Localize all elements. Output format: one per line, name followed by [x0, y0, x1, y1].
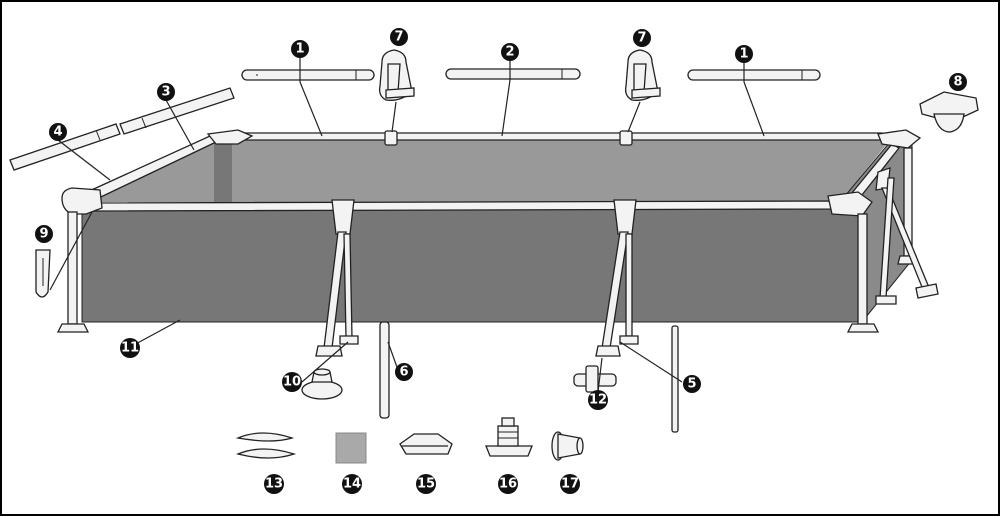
part-9-leg-cap	[35, 249, 51, 298]
side-support-right	[595, 199, 639, 357]
svg-text:12: 12	[589, 393, 607, 408]
callout-7-right: 7	[633, 29, 651, 47]
part-15-drain-cap	[399, 433, 453, 455]
callout-11: 11	[120, 338, 140, 358]
svg-text:14: 14	[343, 477, 361, 492]
part-4-rail	[9, 123, 121, 171]
t-connector-back-left	[384, 130, 398, 146]
t-connector-back-right	[619, 130, 633, 146]
part-3-rail	[119, 87, 235, 135]
pool-floor	[80, 140, 890, 202]
leg-front-right	[857, 213, 868, 325]
part-1-right-rail	[687, 69, 821, 81]
svg-text:10: 10	[283, 375, 301, 390]
part-14-repair-patch	[335, 432, 367, 464]
pool-liner	[81, 207, 863, 323]
part-2-rail	[445, 68, 581, 80]
callout-15: 15	[416, 474, 436, 494]
corner-joint-back-left	[206, 129, 254, 145]
foot-front-left	[56, 323, 90, 333]
svg-text:7: 7	[394, 30, 403, 45]
svg-text:5: 5	[687, 377, 696, 392]
callout-1-left: 1	[291, 40, 309, 58]
svg-text:13: 13	[265, 477, 283, 492]
side-support-right-end	[875, 167, 939, 305]
callout-2: 2	[501, 43, 519, 61]
svg-text:15: 15	[417, 477, 435, 492]
callout-13: 13	[264, 474, 284, 494]
svg-text:1: 1	[739, 47, 748, 62]
part-7-right-t-joint	[624, 49, 661, 101]
svg-text:7: 7	[637, 31, 646, 46]
callout-8: 8	[949, 73, 967, 91]
side-support-left	[315, 199, 359, 357]
callout-12: 12	[588, 390, 608, 410]
corner-joint-back-right	[877, 129, 922, 149]
pool-back-wall	[214, 140, 232, 207]
part-13-rubber-bands	[235, 432, 297, 459]
leader-lines	[49, 49, 765, 393]
callout-10: 10	[282, 372, 302, 392]
callout-6: 6	[395, 363, 413, 381]
callout-4: 4	[49, 123, 67, 141]
callout-17: 17	[560, 474, 580, 494]
svg-text:17: 17	[561, 477, 579, 492]
svg-text:2: 2	[505, 45, 514, 60]
part-16-drain-plug	[485, 417, 533, 457]
svg-text:3: 3	[161, 85, 170, 100]
corner-joint-front-left	[61, 187, 103, 215]
callout-5: 5	[683, 375, 701, 393]
svg-text:9: 9	[39, 227, 48, 242]
leg-front-left	[67, 211, 78, 325]
callout-14: 14	[342, 474, 362, 494]
svg-text:16: 16	[499, 477, 517, 492]
part-17-inlet-stopper	[551, 431, 584, 461]
svg-text:4: 4	[53, 125, 62, 140]
pool-assembly	[56, 129, 939, 357]
callout-9: 9	[35, 225, 53, 243]
callout-1-right: 1	[735, 45, 753, 63]
part-8-corner-joint	[919, 91, 979, 133]
svg-text:6: 6	[399, 365, 408, 380]
part-1-left-rail	[241, 69, 375, 81]
part-12-brace-connector	[573, 365, 617, 393]
corner-joint-front-right	[827, 191, 873, 217]
foot-front-right	[846, 323, 880, 333]
callout-3: 3	[157, 83, 175, 101]
callout-16: 16	[498, 474, 518, 494]
part-7-left-t-joint	[378, 49, 415, 101]
callout-7-left: 7	[390, 28, 408, 46]
top-rail-front	[91, 200, 833, 212]
svg-text:8: 8	[953, 75, 962, 90]
part-6-pole	[379, 321, 390, 419]
svg-text:1: 1	[295, 42, 304, 57]
part-10-foot-base	[301, 368, 343, 400]
svg-text:11: 11	[121, 341, 139, 356]
top-rail-back	[231, 132, 883, 141]
